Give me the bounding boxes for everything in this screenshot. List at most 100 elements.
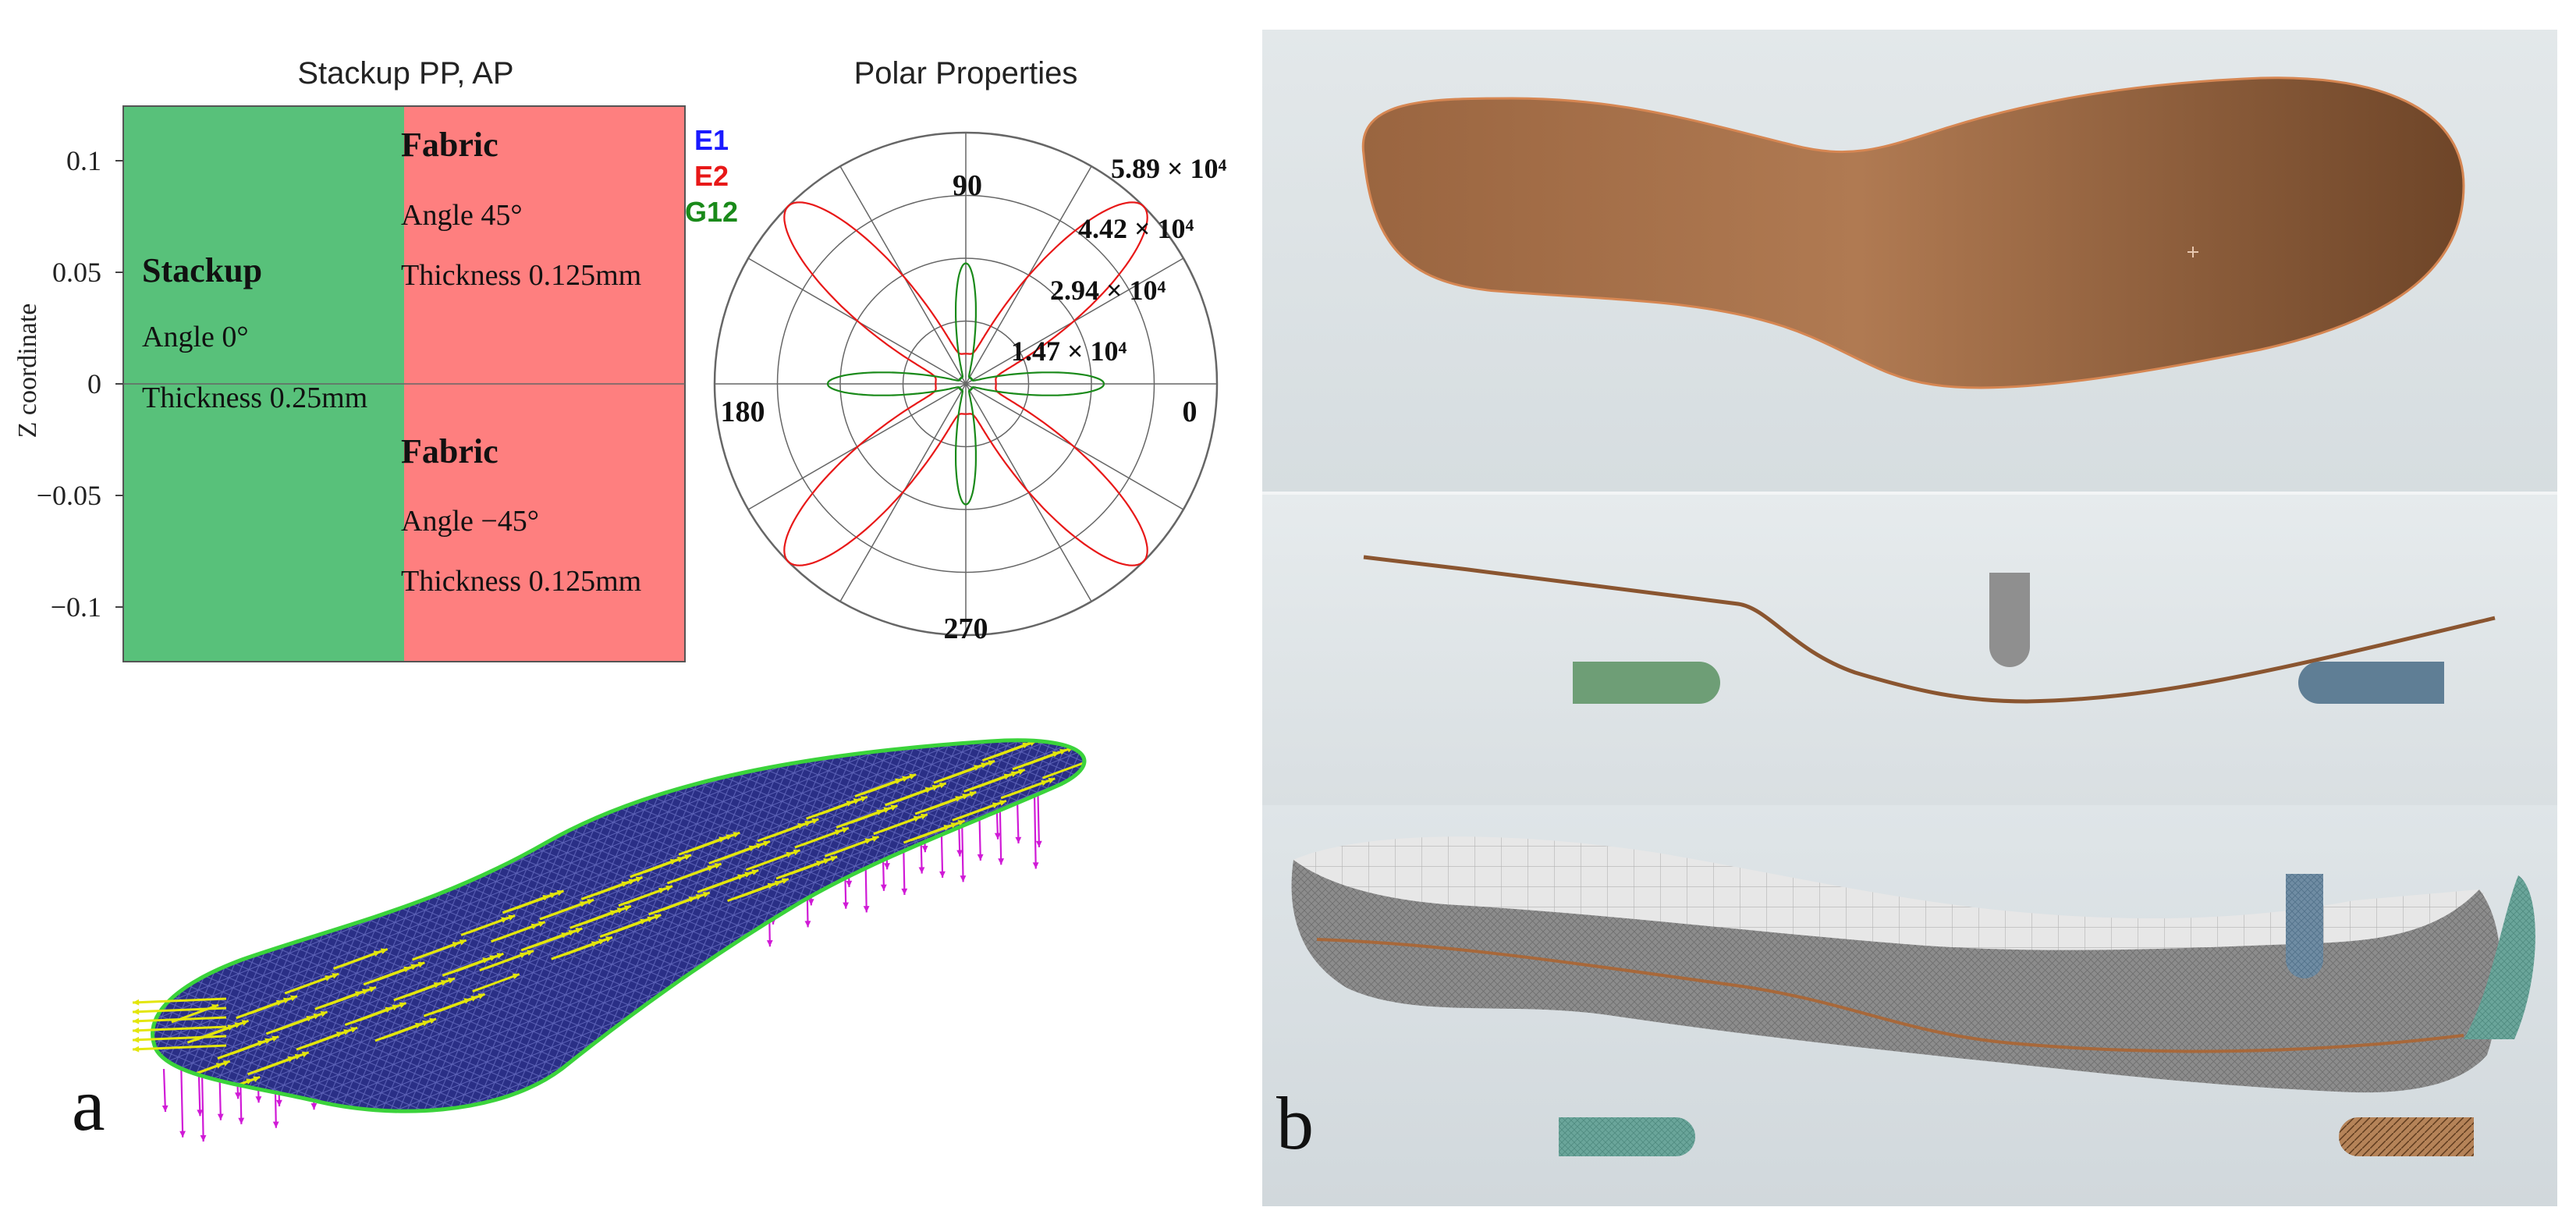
fiber-arrow xyxy=(186,1024,235,1044)
fiber-arrow xyxy=(1038,726,1085,736)
fiber-arrow-head xyxy=(1010,771,1018,777)
fiber-arrow-head xyxy=(683,854,691,861)
bending-schematic xyxy=(1363,555,2496,704)
fiber-arrow xyxy=(757,822,805,843)
fiber-arrow xyxy=(745,851,793,872)
fiber-arrow-head xyxy=(950,822,958,829)
left-support xyxy=(1573,662,1720,704)
fiber-arrow-head xyxy=(275,999,283,1007)
stackup-title: Stackup PP, AP xyxy=(297,56,513,91)
polar-grid xyxy=(713,131,1219,637)
fiber-arrow-head xyxy=(452,942,459,948)
bent-insole-curve xyxy=(1363,555,2496,704)
fiber-arrow xyxy=(539,900,587,921)
load-arrow-head xyxy=(217,1113,224,1120)
load-arrow-head xyxy=(161,1105,169,1112)
fabric-bottom-angle: Angle −45° xyxy=(401,505,539,538)
fiber-arrow-head xyxy=(902,776,910,783)
fiber-arrow-head xyxy=(556,889,564,896)
fiber-arrow-head xyxy=(527,950,534,957)
fiber-arrow xyxy=(599,918,648,938)
embedded-plate-line xyxy=(1316,938,2464,1053)
fiber-arrow-head xyxy=(519,952,527,959)
fiber-arrow-head xyxy=(325,975,332,982)
fiber-arrow-head xyxy=(282,997,290,1004)
fiber-arrow-head xyxy=(623,905,631,911)
fabric-bottom-thickness: Thickness 0.125mm xyxy=(401,565,641,598)
e-modulus-curve xyxy=(783,201,1148,566)
panel-label-b: b xyxy=(1276,1081,1314,1165)
fiber-arrow-head xyxy=(755,843,763,849)
fiber-arrow-head xyxy=(501,917,509,923)
fiber-arrow-head xyxy=(222,1060,230,1067)
fiber-arrow-head xyxy=(702,892,710,898)
fiber-arrow-head xyxy=(470,996,478,1002)
heel-arrow xyxy=(132,1007,227,1014)
fiber-arrow-head xyxy=(350,1027,358,1033)
heel-arrow-head xyxy=(133,1027,140,1034)
polar-grid-spoke xyxy=(747,257,1184,510)
fiber-arrow-head xyxy=(628,879,636,885)
angle-label-180: 180 xyxy=(721,396,765,428)
load-arrow-head xyxy=(238,1117,245,1124)
fabric-top-name: Fabric xyxy=(401,126,499,164)
fiber-arrow xyxy=(914,795,963,815)
center-punch xyxy=(1989,573,2030,667)
fiber-arrow xyxy=(963,773,1012,793)
fiber-arrow-head xyxy=(575,928,583,934)
fe-right-support xyxy=(2339,1117,2474,1156)
fiber-arrow xyxy=(933,764,981,784)
fiber-arrow-head xyxy=(714,863,722,869)
angle-label-0: 0 xyxy=(1183,396,1198,428)
fiber-arrow xyxy=(491,923,539,943)
fiber-arrow-head xyxy=(380,948,388,954)
fiber-arrow-head xyxy=(676,856,684,863)
load-arrow-head xyxy=(863,906,870,913)
fiber-arrow xyxy=(708,845,757,865)
fiber-arrow-head xyxy=(695,894,703,900)
fiber-arrow-head xyxy=(598,939,605,945)
y-tick-label: −0.1 xyxy=(51,591,101,623)
y-axis-label: Z coordinate xyxy=(13,304,42,438)
fiber-arrow xyxy=(618,887,666,907)
fiber-arrow xyxy=(412,941,460,961)
fiber-arrow-head xyxy=(876,809,884,815)
fiber-arrow-head xyxy=(924,786,932,794)
center-marker-icon xyxy=(2187,247,2198,257)
insole-outline xyxy=(151,738,1087,1113)
fiber-arrow-head xyxy=(733,832,740,838)
fiber-arrow xyxy=(442,957,490,977)
fiber-arrow xyxy=(836,809,884,829)
fiber-arrow-head xyxy=(264,1038,272,1044)
fiber-arrow xyxy=(854,778,903,798)
heel-arrow xyxy=(132,1044,227,1051)
fiber-arrow-head xyxy=(294,1053,302,1060)
fiber-arrow xyxy=(374,1022,423,1042)
fiber-arrow xyxy=(217,1040,265,1060)
fiber-arrow xyxy=(824,837,872,857)
load-arrow-head xyxy=(884,863,890,870)
legend-e1: E1 xyxy=(694,124,729,156)
polar-title: Polar Properties xyxy=(854,56,1078,91)
fiber-arrow-head xyxy=(354,991,362,997)
fiber-arrow-head xyxy=(477,993,485,999)
heel-arrow-head xyxy=(133,1046,140,1053)
heel-arrow xyxy=(132,1035,227,1042)
fiber-arrow-head xyxy=(422,1020,430,1027)
fiber-orientation-arrows xyxy=(171,726,1085,1098)
load-arrow-head xyxy=(843,902,850,909)
insole-top-shape xyxy=(1361,76,2465,389)
fiber-arrow-head xyxy=(669,858,677,865)
fiber-arrow xyxy=(314,990,363,1010)
fiber-arrow-head xyxy=(1052,751,1059,758)
heel-arrow-head xyxy=(133,1008,140,1015)
load-arrow-head xyxy=(901,888,908,895)
fiber-arrow xyxy=(727,882,775,903)
fiber-arrow-head xyxy=(1022,742,1030,749)
right-support xyxy=(2298,662,2444,704)
fiber-arrow xyxy=(697,873,745,893)
fe-punch xyxy=(2286,874,2323,978)
load-arrow-head xyxy=(272,1121,279,1128)
fiber-arrow-head xyxy=(429,1017,437,1024)
legend-e2: E2 xyxy=(694,160,729,192)
